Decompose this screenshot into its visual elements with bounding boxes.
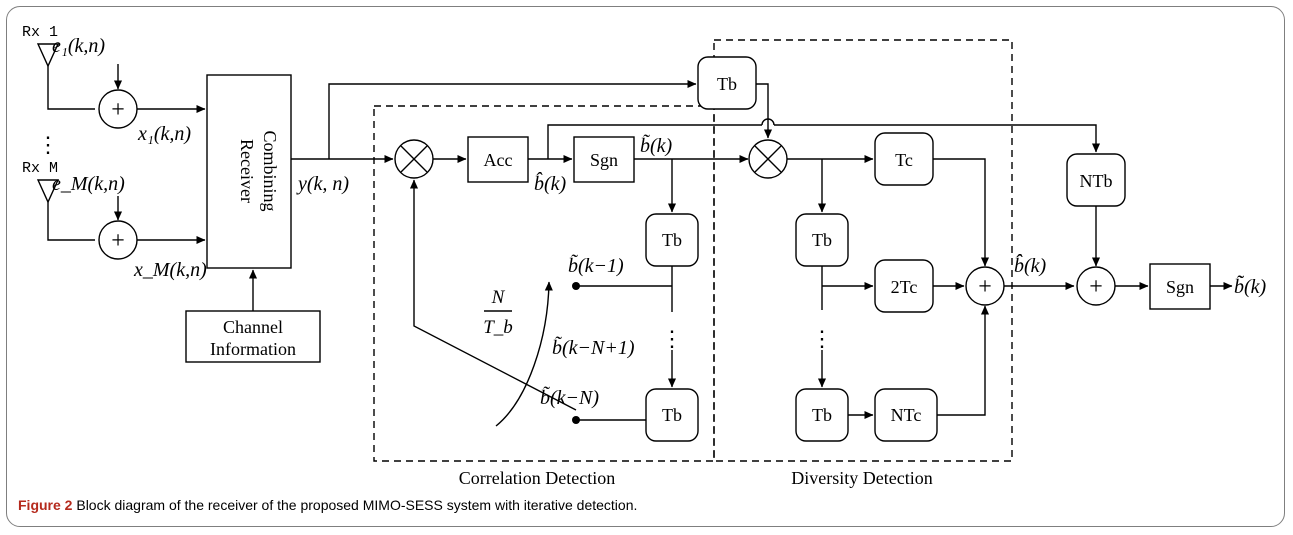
em-label: e_M(k,n) bbox=[52, 173, 125, 195]
antenna-vdots: ⋮ bbox=[37, 132, 59, 157]
acc-label: Acc bbox=[484, 150, 513, 170]
b-tilde-k1-label: b̃(k−1) bbox=[568, 253, 624, 277]
figure-caption: Figure 2 Block diagram of the receiver o… bbox=[18, 497, 637, 513]
wire bbox=[774, 124, 1101, 153]
antenna-1-icon bbox=[36, 43, 60, 68]
caption-label: Figure 2 bbox=[18, 497, 73, 513]
plus-sign: + bbox=[978, 274, 992, 300]
channel-info-line1: Channel bbox=[223, 317, 283, 337]
receiver-combining-line2: Combining bbox=[260, 130, 280, 211]
x1-label: x₁(k,n) bbox=[137, 123, 191, 145]
channel-info-line2: Information bbox=[210, 339, 296, 359]
e1-label: e₁(k,n) bbox=[52, 35, 105, 57]
tb-label: Tb bbox=[812, 230, 832, 250]
wire bbox=[47, 202, 95, 241]
wire bbox=[47, 66, 95, 110]
b-hat-label: b̂(k) bbox=[534, 171, 567, 195]
ntc-label: NTc bbox=[891, 405, 922, 425]
plus-sign: + bbox=[111, 97, 125, 123]
diversity-detection-region bbox=[713, 39, 1013, 462]
b-tilde-tilde-label: b̃̃(k) bbox=[1234, 274, 1267, 298]
rx1-label: Rx 1 bbox=[22, 24, 58, 41]
sgn-output-block bbox=[1149, 263, 1211, 310]
b-tilde-kn1-label: b̃(k−N+1) bbox=[552, 335, 635, 359]
xm-label: x_M(k,n) bbox=[133, 259, 207, 281]
b-tilde-label: b̃(k) bbox=[640, 133, 673, 157]
wire bbox=[937, 305, 990, 416]
channel-information-block bbox=[185, 310, 321, 363]
receiver-combining-line1: Receiver bbox=[237, 139, 257, 203]
n-over-tb-denominator: T_b bbox=[483, 317, 513, 338]
rxm-label: Rx M bbox=[22, 160, 58, 177]
caption-text: Block diagram of the receiver of the pro… bbox=[76, 497, 638, 513]
ntb-label: NTb bbox=[1080, 171, 1113, 191]
div-vdots: ⋮ bbox=[811, 326, 833, 351]
receiver-combining-block bbox=[206, 74, 292, 269]
tb-label: Tb bbox=[662, 230, 682, 250]
n-over-tb-numerator: N bbox=[491, 287, 506, 308]
wire bbox=[328, 79, 697, 159]
delay-tb-block bbox=[645, 388, 699, 442]
b-tilde-kn-label: b̃(k−N) bbox=[540, 385, 599, 409]
rotary-switch-arc bbox=[495, 281, 553, 427]
tb-label: Tb bbox=[717, 74, 737, 94]
diversity-detection-label: Diversity Detection bbox=[791, 468, 932, 488]
y-label: y(k, n) bbox=[296, 173, 349, 195]
tb-label: Tb bbox=[812, 405, 832, 425]
plus-sign: + bbox=[111, 228, 125, 254]
wire bbox=[933, 158, 990, 267]
delay-tb-top-block bbox=[697, 56, 757, 110]
plus-sign: + bbox=[1089, 274, 1103, 300]
sgn-output-label: Sgn bbox=[1166, 277, 1194, 297]
times-sign bbox=[400, 145, 428, 173]
2tc-label: 2Tc bbox=[891, 277, 918, 297]
b-hat-hat-label: b̂̂(k) bbox=[1014, 253, 1047, 277]
antenna-m-icon bbox=[36, 179, 60, 204]
sgn-label: Sgn bbox=[590, 150, 618, 170]
feedback-wire bbox=[409, 179, 577, 411]
wire bbox=[756, 83, 773, 139]
times-sign bbox=[754, 145, 782, 173]
correlation-detection-label: Correlation Detection bbox=[459, 468, 615, 488]
tb-label: Tb bbox=[662, 405, 682, 425]
wire bbox=[547, 124, 762, 159]
tc-label: Tc bbox=[895, 150, 913, 170]
tap-vdots: ⋮ bbox=[661, 326, 683, 351]
